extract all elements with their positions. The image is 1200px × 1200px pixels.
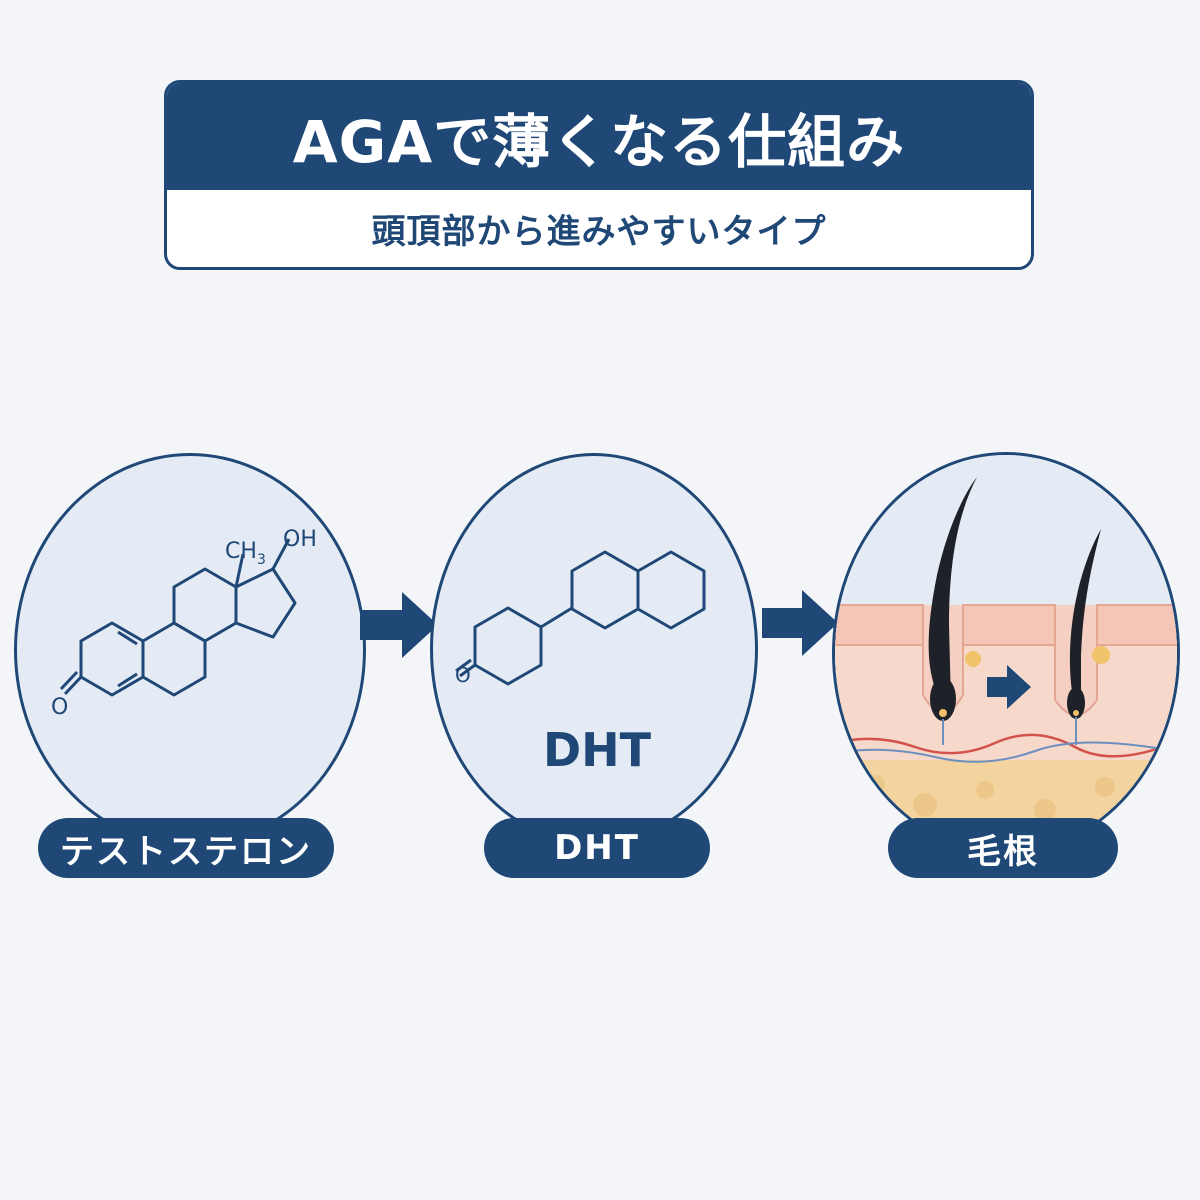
hair-follicle-icon xyxy=(835,455,1177,851)
carbonyl-o-label: O xyxy=(455,663,471,687)
hair-root-label: 毛根 xyxy=(888,818,1118,878)
testosterone-molecule-icon: OH CH 3 O xyxy=(51,527,317,720)
carbonyl-o-label: O xyxy=(51,695,68,720)
testosterone-circle: OH CH 3 O xyxy=(14,453,366,847)
ch3-subscript: 3 xyxy=(257,552,266,568)
title-card: AGAで薄くなる仕組み 頭頂部から進みやすいタイプ xyxy=(164,80,1034,270)
page-title: AGAで薄くなる仕組み xyxy=(167,83,1031,190)
right-arrow-icon xyxy=(762,590,838,656)
page-subtitle: 頭頂部から進みやすいタイプ xyxy=(371,212,827,252)
testosterone-label: テストステロン xyxy=(38,818,334,878)
dht-inner-label: DHT xyxy=(543,723,652,777)
dht-molecule-icon: O DHT xyxy=(455,550,706,777)
dht-circle: O DHT xyxy=(430,453,758,845)
dht-label: DHT xyxy=(484,818,710,878)
oh-label: OH xyxy=(283,527,317,552)
right-arrow-icon xyxy=(360,592,438,658)
ch3-label: CH xyxy=(225,539,257,564)
hair-root-circle xyxy=(832,452,1180,854)
